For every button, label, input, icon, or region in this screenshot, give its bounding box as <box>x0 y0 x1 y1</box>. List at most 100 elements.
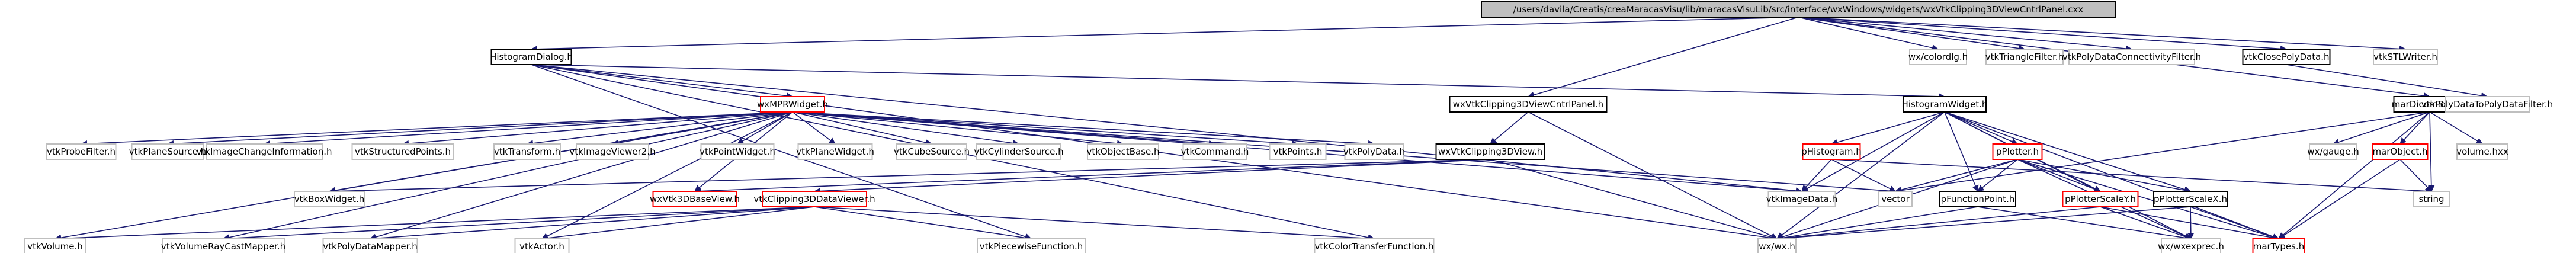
edge-line <box>1831 159 2433 195</box>
edge-histogramdialog-h-to-vtkpiecewisefunction-h <box>531 64 1032 240</box>
node-wxmprwidget-h[interactable]: wxMPRWidget.h <box>757 96 828 113</box>
node-vtkimageviewer2-h[interactable]: vtkImageViewer2.h <box>569 143 656 160</box>
node-vtkvolumeraycastmapper-h[interactable]: vtkVolumeRayCastMapper.h <box>161 238 285 253</box>
node-vtkcolortransferfunction-h[interactable]: vtkColorTransferFunction.h <box>1314 238 1435 253</box>
node-vtktrianglefilter-h[interactable]: vtkTriangleFilter.h <box>1985 49 2064 65</box>
edge-line <box>222 206 815 242</box>
node-pplotterscalex-h[interactable]: pPlotterScaleX.h <box>2153 191 2228 207</box>
node-volume-hxx[interactable]: volume.hxx <box>2456 143 2508 160</box>
node-box <box>896 143 967 160</box>
node-label: vtkCommand.h <box>1181 146 1249 157</box>
edge-wxmprwidget-h-to-vtktransform-h <box>526 111 793 147</box>
edge-line <box>541 206 815 242</box>
node-phistogram-h[interactable]: pHistogram.h <box>1801 143 1862 160</box>
node-vtkclipping3ddataviewer-h[interactable]: vtkClipping3DDataViewer.h <box>753 191 875 207</box>
edge-wxmprwidget-h-to-vtkpointwidget-h <box>737 111 793 145</box>
node-vtkactor-h[interactable]: vtkActor.h <box>514 238 570 253</box>
node-vtktransform-h[interactable]: vtkTransform.h <box>493 143 561 160</box>
edge-line <box>1801 159 1832 192</box>
edge-wxmprwidget-h-to-vtkpolydatamapper-h <box>369 111 793 241</box>
edge-line <box>1776 206 2101 242</box>
node-wx-wxexprec-h[interactable]: wx/wxexprec.h <box>2158 238 2224 253</box>
node-vtkcubesource-h[interactable]: vtkCubeSource.h <box>894 143 970 160</box>
node-histogramdialog-h[interactable]: HistogramDialog.h <box>490 49 573 65</box>
node-wx-wx-h[interactable]: wx/wx.h <box>1757 238 1797 253</box>
node-vtkstructuredpoints-h[interactable]: vtkStructuredPoints.h <box>351 143 454 160</box>
edge-line <box>369 111 793 241</box>
node-string[interactable]: string <box>2413 191 2450 207</box>
node-label: vtkBoxWidget.h <box>294 194 364 204</box>
edge-wxvtkclipping3dviewcntrlpanel-h-to-wx-wx-h <box>1528 111 1778 239</box>
node-wx-colordlg-h[interactable]: wx/colordlg.h <box>1908 49 1968 65</box>
edge-users-davila-creatis-creamaracasvisu-lib-maracasvisulib-src-interface-wxwindows-widgets-wxvtkclipping3dviewcntrlpanel-cxx-to-vtkstlwriter-h <box>1798 17 2407 53</box>
edge-pplotter-h-to-pplotterscaley-h <box>2017 159 2102 193</box>
node-label: wxVtkClipping3DViewCntrlPanel.h <box>1453 99 1603 110</box>
edge-line <box>2190 206 2280 240</box>
node-label: /users/davila/Creatis/creaMaracasVisu/li… <box>1513 4 2084 15</box>
node-label: vtkPolyDataMapper.h <box>323 241 417 252</box>
node-wxvtk3dbaseview-h[interactable]: wxVtk3DBaseView.h <box>650 191 740 207</box>
node-vtkplanewidget-h[interactable]: vtkPlaneWidget.h <box>796 143 874 160</box>
edge-pplotterscalex-h-to-wx-wx-h <box>1776 206 2191 242</box>
edge-histogramwidget-h-to-martypes-h <box>1944 111 2280 240</box>
node-vtkboxwidget-h[interactable]: vtkBoxWidget.h <box>294 191 365 207</box>
node-vtkplanesource-h[interactable]: vtkPlaneSource.h <box>129 143 206 160</box>
node-martypes-h[interactable]: marTypes.h <box>2252 238 2305 253</box>
edge-pplotter-h-to-vector <box>1894 159 2018 193</box>
node-vtkprobefilter-h[interactable]: vtkProbeFilter.h <box>46 143 117 160</box>
node-vector[interactable]: vector <box>1878 191 1913 207</box>
edge-wxmprwidget-h-to-vtkcylindersource-h <box>792 111 1020 147</box>
node-label: vtkCylinderSource.h <box>974 146 1063 157</box>
node-vtkpolydatamapper-h[interactable]: vtkPolyDataMapper.h <box>322 238 418 253</box>
edge-line <box>402 111 793 147</box>
node-box <box>1802 143 1861 160</box>
edge-line <box>531 64 1803 194</box>
edge-line <box>1831 159 1897 192</box>
edge-users-davila-creatis-creamaracasvisu-lib-maracasvisulib-src-interface-wxwindows-widgets-wxvtkclipping3dviewcntrlpanel-cxx-to-vtkclosepolydata-h <box>1798 17 2288 52</box>
node-vtkpolydataconnectivityfilter-h[interactable]: vtkPolyDataConnectivityFilter.h <box>2062 49 2201 65</box>
edge-users-davila-creatis-creamaracasvisu-lib-maracasvisulib-src-interface-wxwindows-widgets-wxvtkclipping3dviewcntrlpanel-cxx-to-wxvtkclipping3dviewcntrlpanel-h <box>1527 17 1799 98</box>
edge-line <box>2278 159 2401 239</box>
node-users-davila-creatis-creamaracasvisu-lib-maracasvisulib-src-interface-wxwindows-widgets-wxvtkclipping3dviewcntrlpanel-cxx[interactable]: /users/davila/Creatis/creaMaracasVisu/li… <box>1481 1 2116 18</box>
node-label: vtkProbeFilter.h <box>47 146 116 157</box>
node-vtkcommand-h[interactable]: vtkCommand.h <box>1181 143 1249 160</box>
node-vtkimagechangeinformation-h[interactable]: vtkImageChangeInformation.h <box>197 143 332 160</box>
node-vtkclosepolydata-h[interactable]: vtkClosePolyData.h <box>2242 49 2331 65</box>
node-pplotter-h[interactable]: pPlotter.h <box>1992 143 2043 160</box>
node-box <box>131 143 204 160</box>
edge-pplotter-h-to-pfunctionpoint-h <box>1977 159 2018 192</box>
node-wxvtkclipping3dviewcntrlpanel-h[interactable]: wxVtkClipping3DViewCntrlPanel.h <box>1449 96 1608 113</box>
node-vtkobjectbase-h[interactable]: vtkObjectBase.h <box>1086 143 1160 160</box>
node-box <box>490 49 572 65</box>
node-wxvtkclipping3dview-h[interactable]: wxVtkClipping3DView.h <box>1435 143 1545 160</box>
node-label: vtkCubeSource.h <box>894 146 970 157</box>
node-pfunctionpoint-h[interactable]: pFunctionPoint.h <box>1939 191 2016 207</box>
edge-line <box>222 111 793 241</box>
node-vtkpolydatatopolydatafilter-h[interactable]: vtkPolyDataToPolyDataFilter.h <box>2421 96 2553 113</box>
edge-wxmprwidget-h-to-vtkpolydata-h <box>792 111 1375 148</box>
edge-line <box>1527 17 1799 98</box>
node-pplotterscaley-h[interactable]: pPlotterScaleY.h <box>2062 191 2139 207</box>
edge-line <box>2017 159 2102 193</box>
node-vtkpointwidget-h[interactable]: vtkPointWidget.h <box>700 143 775 160</box>
edge-line <box>54 206 815 242</box>
node-wx-gauge-h[interactable]: wx/gauge.h <box>2307 143 2359 160</box>
node-vtkpiecewisefunction-h[interactable]: vtkPiecewiseFunction.h <box>977 238 1086 253</box>
node-label: vtkImageViewer2.h <box>569 146 655 157</box>
node-marobject-h[interactable]: marObject.h <box>2372 143 2429 160</box>
node-vtkpoints-h[interactable]: vtkPoints.h <box>1269 143 1327 160</box>
node-label: pPlotter.h <box>1996 146 2039 157</box>
node-vtkimagedata-h[interactable]: vtkImageData.h <box>1766 191 1838 207</box>
node-histogramwidget-h[interactable]: HistogramWidget.h <box>1902 96 1988 113</box>
node-vtkcylindersource-h[interactable]: vtkCylinderSource.h <box>974 143 1064 160</box>
edge-wxvtkclipping3dview-h-to-vtkclipping3ddataviewer-h <box>813 159 1491 195</box>
edge-line <box>792 111 1020 147</box>
node-vtkvolume-h[interactable]: vtkVolume.h <box>24 238 86 253</box>
node-vtkpolydata-h[interactable]: vtkPolyData.h <box>1343 143 1405 160</box>
node-vtkstlwriter-h[interactable]: vtkSTLWriter.h <box>2373 49 2438 65</box>
node-label: vtkImageData.h <box>1766 194 1838 204</box>
edge-line <box>814 206 1375 242</box>
edge-line <box>80 111 793 148</box>
node-label: vtkClipping3DDataViewer.h <box>753 194 875 204</box>
